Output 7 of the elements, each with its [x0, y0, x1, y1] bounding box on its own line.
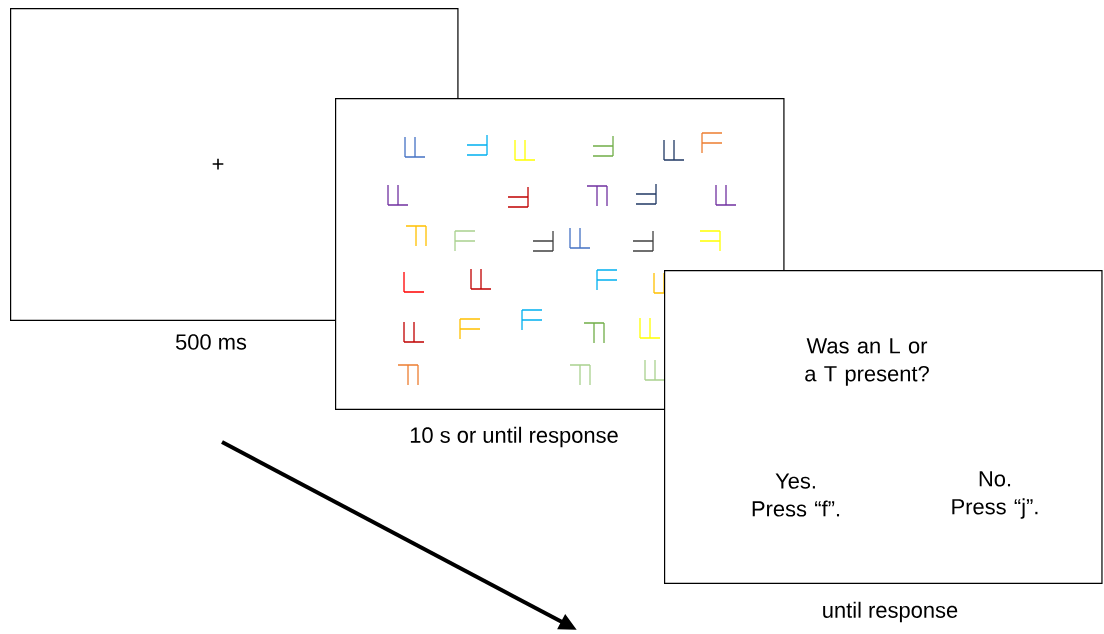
duration-label: until response — [820, 600, 960, 624]
duration-label: 10 s or until response — [408, 425, 620, 449]
fixation-cross: + — [212, 158, 224, 170]
duration-label: 500 ms — [174, 333, 248, 351]
question-text: Was an L or a T present? — [805, 338, 929, 386]
response-option: No. Press “j”. — [952, 471, 1038, 519]
response-option: Yes. Press “f”. — [752, 473, 840, 517]
